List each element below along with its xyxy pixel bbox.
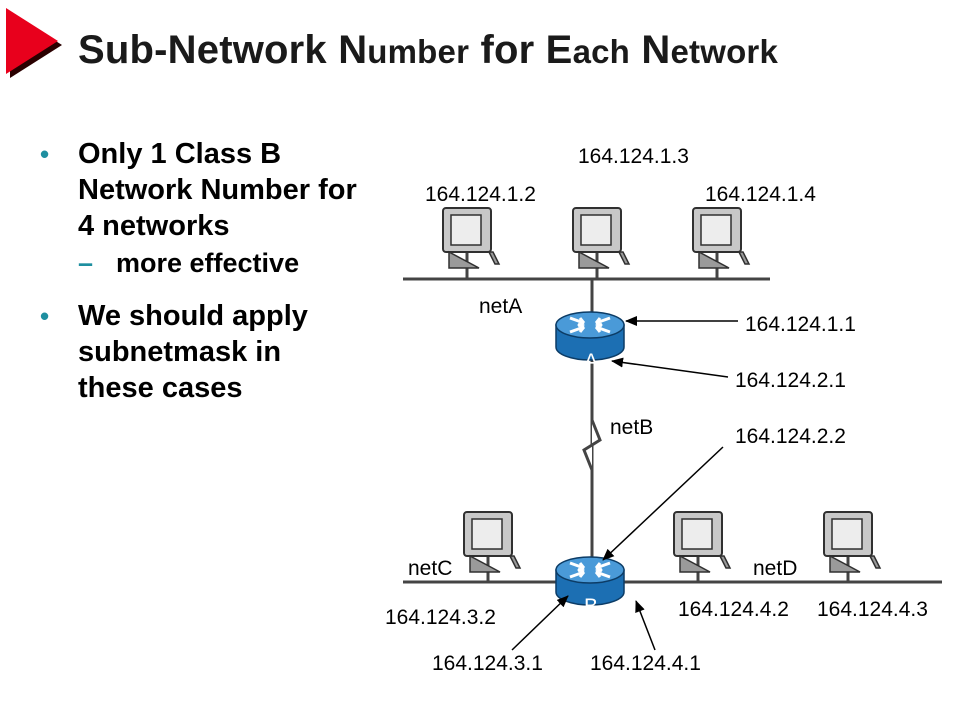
title-part: ach bbox=[572, 33, 631, 70]
title-part: N bbox=[630, 28, 671, 72]
router-address: 164.124.2.2 bbox=[735, 425, 846, 448]
pointer-arrow bbox=[611, 357, 729, 378]
bullet-list: • Only 1 Class B Network Number for 4 ne… bbox=[40, 136, 360, 406]
netc-label: netC bbox=[408, 557, 452, 580]
pointer-arrow bbox=[511, 595, 569, 651]
router-b-label: B bbox=[584, 595, 598, 618]
host-address: 164.124.1.2 bbox=[425, 183, 536, 206]
title-part: for E bbox=[469, 28, 573, 72]
pc-icon bbox=[673, 511, 731, 573]
host-address: 164.124.3.2 bbox=[385, 606, 496, 629]
host-address: 164.124.4.3 bbox=[817, 598, 928, 621]
pc-icon bbox=[463, 511, 521, 573]
sub-bullet-dash-icon: – bbox=[78, 248, 94, 278]
slide-marker-icon bbox=[6, 8, 62, 78]
sub-bullet-item: – more effective bbox=[40, 246, 360, 280]
host-address: 164.124.1.3 bbox=[578, 145, 689, 168]
pointer-arrow bbox=[602, 446, 724, 561]
page-title: Sub-Network Number for Each Network bbox=[78, 28, 778, 73]
pc-icon bbox=[572, 207, 630, 269]
router-address: 164.124.1.1 bbox=[745, 313, 856, 336]
netb-label: netB bbox=[610, 416, 653, 439]
router-address: 164.124.2.1 bbox=[735, 369, 846, 392]
neta-label: netA bbox=[479, 295, 522, 318]
title-part: etwork bbox=[670, 33, 779, 70]
sub-bullet-text: more effective bbox=[116, 248, 300, 278]
pointer-arrow bbox=[635, 600, 656, 651]
bullet-dot-icon: • bbox=[40, 139, 50, 169]
pc-icon bbox=[442, 207, 500, 269]
host-address: 164.124.4.2 bbox=[678, 598, 789, 621]
bullet-text: Only 1 Class B Network Number for 4 netw… bbox=[78, 138, 357, 242]
router-a-label: A bbox=[584, 350, 598, 373]
title-part: Sub-Network N bbox=[78, 28, 368, 72]
bullet-item: • Only 1 Class B Network Number for 4 ne… bbox=[40, 136, 360, 244]
netb-serial-zigzag bbox=[582, 419, 602, 471]
router-address: 164.124.3.1 bbox=[432, 652, 543, 675]
netd-label: netD bbox=[753, 557, 797, 580]
bullet-text: We should apply subnetmask in these case… bbox=[78, 300, 308, 404]
title-part: umber bbox=[367, 33, 470, 70]
router-address: 164.124.4.1 bbox=[590, 652, 701, 675]
pc-icon bbox=[692, 207, 750, 269]
bullet-dot-icon: • bbox=[40, 301, 50, 331]
bullet-item: • We should apply subnetmask in these ca… bbox=[40, 298, 360, 406]
host-address: 164.124.1.4 bbox=[705, 183, 816, 206]
pc-icon bbox=[823, 511, 881, 573]
